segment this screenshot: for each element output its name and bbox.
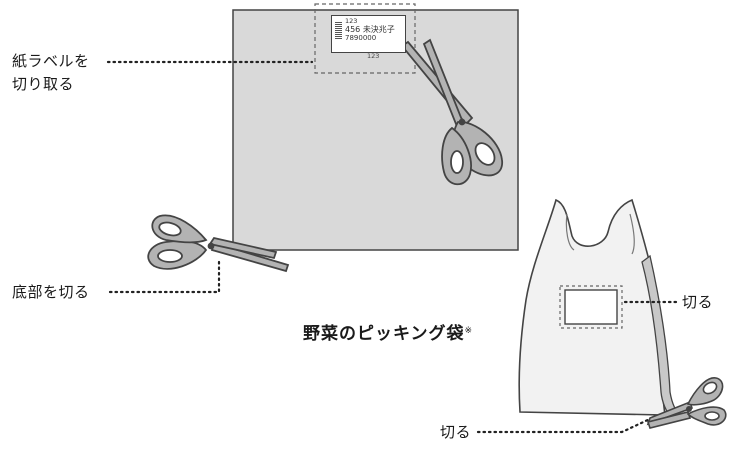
- bag-paper-label: [564, 289, 618, 325]
- label-cut-paper-label-1: 紙ラベルを: [12, 52, 90, 70]
- barcode-icon: [335, 22, 342, 40]
- paper-label-line-2: 456 未決兆子: [345, 25, 395, 34]
- bag-title-note-mark: ※: [464, 326, 474, 336]
- scissors-icon: [646, 377, 727, 429]
- label-cut-outline: [314, 3, 416, 74]
- paper-label-line-3: 7890000: [345, 34, 377, 42]
- scissors-icon: [400, 38, 503, 186]
- label-cut-right: 切る: [682, 293, 714, 311]
- label-cut-bottom-right: 切る: [440, 423, 472, 441]
- scissors-icon: [147, 214, 290, 273]
- paper-label-line-1: 123: [345, 17, 358, 25]
- paper-label-under-text: 123: [367, 52, 380, 60]
- label-cut-paper-label-2: 切り取る: [12, 75, 75, 93]
- bag-title: 野菜のピッキング袋※: [303, 319, 473, 344]
- label-cut-bottom: 底部を切る: [12, 283, 90, 301]
- bag-title-text: 野菜のピッキング袋: [303, 324, 465, 344]
- leader-line-bottom-right: [476, 416, 654, 434]
- leader-line-bottom: [108, 256, 221, 294]
- paper-label: 123 456 未決兆子 7890000: [331, 15, 406, 53]
- bag-handle: [565, 213, 635, 255]
- bag-label-cut-outline: [559, 285, 623, 329]
